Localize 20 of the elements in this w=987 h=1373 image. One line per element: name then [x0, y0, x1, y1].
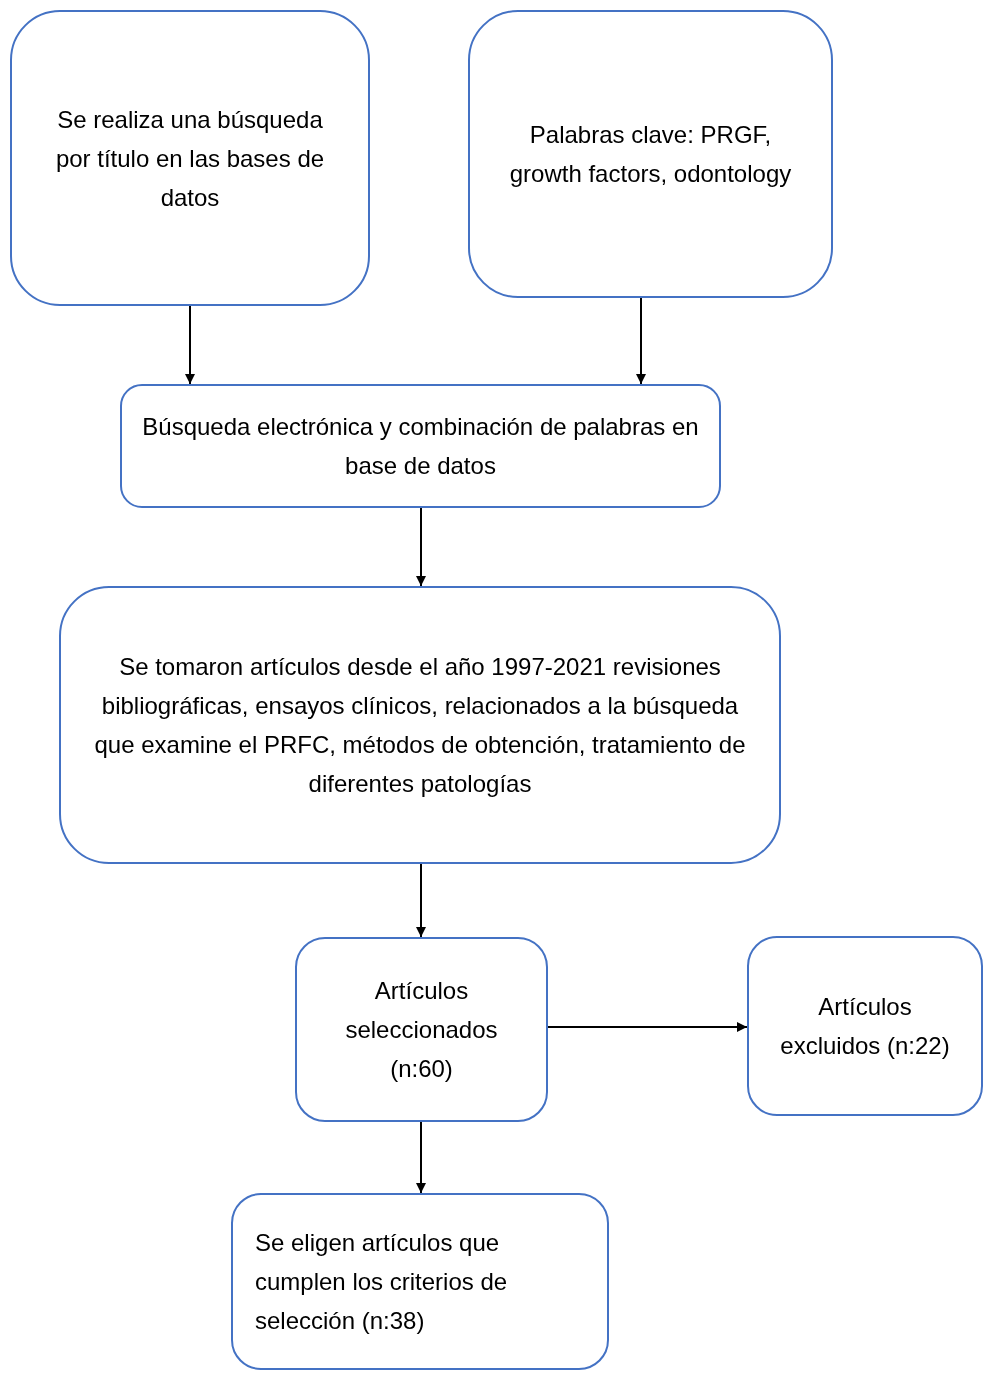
box-text: Búsqueda electrónica y combinación de palabras en base de datos	[141, 412, 700, 481]
process-box	[120, 384, 721, 508]
process-box	[747, 936, 983, 1116]
arrow	[416, 863, 426, 938]
process-box	[10, 10, 370, 306]
process-box	[59, 586, 781, 864]
box-text: Se tomaron artículos desde el año 1997-2021 revisiones bibliográficas, ensayos clínicos, relacionados a la búsqueda que examine el PRFC, métodos de obtención, tratamiento de diferentes patologías	[93, 652, 747, 799]
arrow	[416, 1121, 426, 1194]
process-box	[231, 1193, 609, 1370]
process-box	[468, 10, 833, 298]
box-text: Se eligen artículos que cumplen los criterios de selección (n:38)	[255, 1228, 509, 1336]
box-text: Artículos seleccionados (n:60)	[344, 976, 499, 1084]
arrow	[185, 305, 195, 385]
box-text: Artículos excluidos (n:22)	[779, 992, 951, 1061]
box-text: Palabras clave: PRGF, growth factors, odontology	[508, 120, 793, 189]
process-box	[295, 937, 548, 1122]
box-text: Se realiza una búsqueda por título en las bases de datos	[54, 104, 326, 213]
arrow	[547, 1022, 748, 1032]
arrow	[416, 507, 426, 587]
arrow	[636, 297, 646, 385]
